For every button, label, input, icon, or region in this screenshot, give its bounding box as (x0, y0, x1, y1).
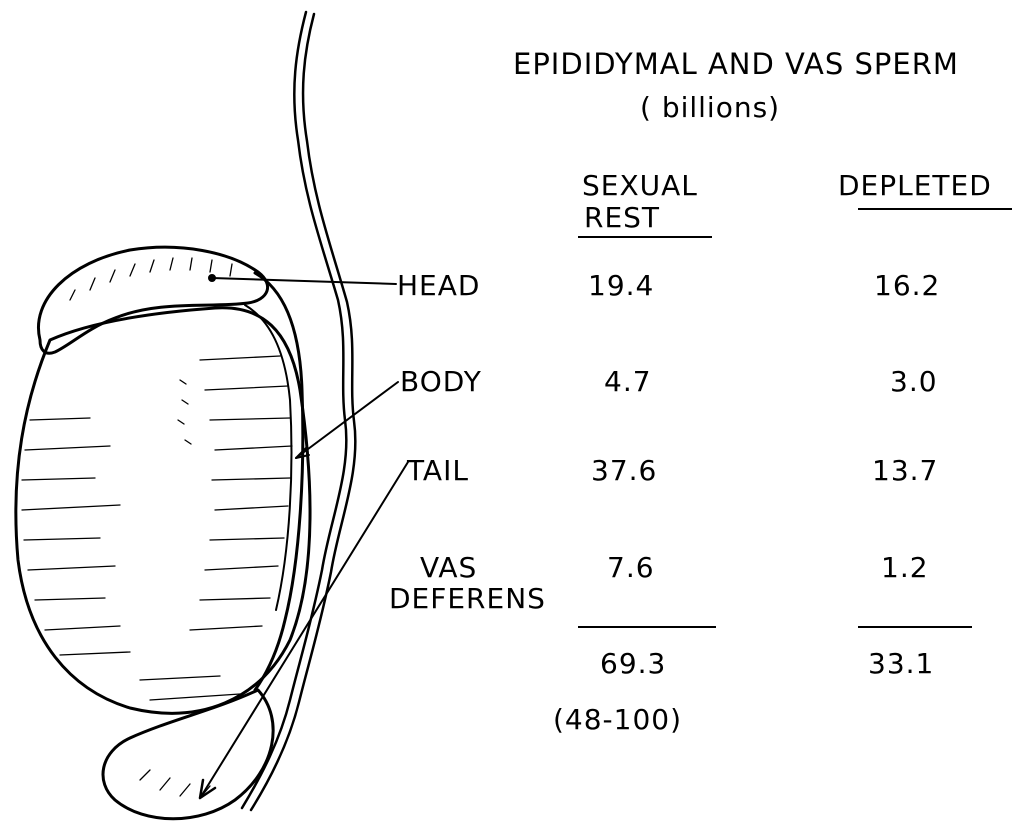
column-header-depleted: DEPLETED (838, 170, 992, 202)
depleted-total-rule (858, 626, 972, 628)
value-head-depleted: 16.2 (874, 270, 940, 302)
hatching (22, 258, 292, 798)
epididymis-body-inner (245, 305, 291, 610)
row-label-vas-line1: VAS (420, 552, 477, 584)
total-depleted: 33.1 (868, 648, 934, 680)
sexual-rest-total-rule (578, 626, 716, 628)
total-range: (48-100) (553, 704, 682, 736)
testis-outline (16, 308, 310, 713)
column-header-sexual-rest-line1: SEXUAL (582, 170, 698, 202)
value-vas-depleted: 1.2 (881, 552, 929, 584)
value-body-depleted: 3.0 (890, 366, 938, 398)
row-label-tail: TAIL (407, 455, 469, 487)
row-label-head: HEAD (397, 270, 480, 302)
leader-lines (200, 275, 408, 798)
column-header-sexual-rest-line2: REST (584, 202, 660, 234)
value-body-sexual-rest: 4.7 (604, 366, 652, 398)
row-label-body: BODY (400, 366, 482, 398)
total-sexual-rest: 69.3 (600, 648, 666, 680)
value-vas-sexual-rest: 7.6 (607, 552, 655, 584)
units-subtitle: ( billions) (640, 92, 780, 124)
row-label-vas-line2: DEFERENS (389, 583, 546, 615)
value-head-sexual-rest: 19.4 (588, 270, 654, 302)
value-tail-depleted: 13.7 (872, 455, 938, 487)
chart-title: EPIDIDYMAL AND VAS SPERM (513, 48, 959, 80)
sexual-rest-header-underline (578, 236, 712, 238)
value-tail-sexual-rest: 37.6 (591, 455, 657, 487)
depleted-header-underline (858, 208, 1012, 210)
